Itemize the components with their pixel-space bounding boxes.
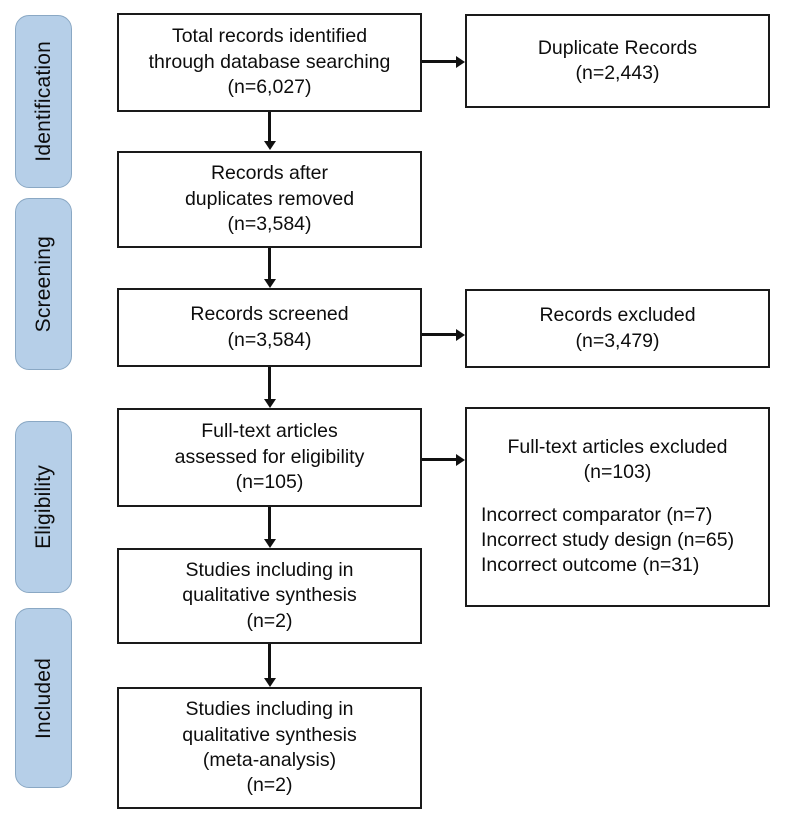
box-duplicate-records-line1: Duplicate Records xyxy=(537,36,698,59)
connector-after-duplicates-to-screened xyxy=(268,248,271,279)
box-fulltext-assessed-line1: Full-text articles xyxy=(201,420,338,443)
box-records-after-duplicates-line1: Records after xyxy=(210,162,329,185)
connector-screened-to-fulltext-assessed xyxy=(268,367,271,399)
box-fulltext-excluded-count: (n=103) xyxy=(583,461,652,484)
stage-label-included: Included xyxy=(32,657,55,739)
box-duplicate-records-count: (n=2,443) xyxy=(575,62,660,84)
box-records-excluded: Records excluded (n=3,479) xyxy=(465,289,770,368)
box-duplicate-records: Duplicate Records (n=2,443) xyxy=(465,14,770,108)
arrowhead-identified-to-after-duplicates xyxy=(263,141,276,150)
box-records-identified-line1: Total records identified xyxy=(171,25,368,48)
box-records-identified: Total records identified through databas… xyxy=(117,13,422,112)
box-records-after-duplicates: Records after duplicates removed (n=3,58… xyxy=(117,151,422,248)
box-records-after-duplicates-line2: duplicates removed xyxy=(184,187,355,210)
stage-pill-eligibility: Eligibility xyxy=(15,421,72,593)
box-qualitative-synthesis-line1: Studies including in xyxy=(185,558,354,581)
connector-qualitative-to-meta-analysis xyxy=(268,644,271,678)
box-records-identified-count: (n=6,027) xyxy=(227,76,312,99)
box-records-excluded-line1: Records excluded xyxy=(539,304,696,327)
box-meta-analysis-line3: (meta-analysis) xyxy=(202,749,337,771)
stage-pill-identification: Identification xyxy=(15,15,72,188)
box-qualitative-synthesis: Studies including in qualitative synthes… xyxy=(117,548,422,644)
box-records-after-duplicates-count: (n=3,584) xyxy=(227,213,312,236)
box-fulltext-excluded: Full-text articles excluded (n=103) Inco… xyxy=(465,407,770,607)
arrowhead-screened-to-records-excluded xyxy=(456,328,465,341)
stage-pill-screening: Screening xyxy=(15,198,72,370)
box-meta-analysis-line1: Studies including in xyxy=(185,698,354,721)
arrowhead-screened-to-fulltext-assessed xyxy=(263,399,276,408)
arrowhead-fulltext-assessed-to-qualitative xyxy=(263,539,276,548)
box-records-identified-line2: through database searching xyxy=(148,50,391,73)
arrowhead-qualitative-to-meta-analysis xyxy=(263,678,276,687)
connector-screened-to-records-excluded xyxy=(422,333,456,336)
box-fulltext-excluded-line1: Full-text articles excluded xyxy=(507,436,728,458)
arrowhead-identified-to-duplicates xyxy=(456,55,465,68)
box-fulltext-assessed-line2: assessed for eligibility xyxy=(174,445,365,468)
stage-label-eligibility: Eligibility xyxy=(32,465,55,549)
box-meta-analysis-line2: qualitative synthesis xyxy=(182,723,357,746)
box-fulltext-assessed-count: (n=105) xyxy=(235,471,304,494)
arrowhead-after-duplicates-to-screened xyxy=(263,279,276,288)
reason-spacer xyxy=(473,486,762,503)
box-meta-analysis-count: (n=2) xyxy=(246,774,293,797)
stage-label-identification: Identification xyxy=(32,41,55,162)
box-fulltext-excluded-reason-study-design: Incorrect study design (n=65) xyxy=(481,529,735,552)
connector-identified-to-after-duplicates xyxy=(268,112,271,142)
connector-fulltext-assessed-to-fulltext-excluded xyxy=(422,458,456,461)
connector-identified-to-duplicates xyxy=(422,60,456,63)
box-fulltext-excluded-reason-outcome: Incorrect outcome (n=31) xyxy=(481,554,700,577)
box-qualitative-synthesis-count: (n=2) xyxy=(246,609,293,632)
arrowhead-fulltext-assessed-to-fulltext-excluded xyxy=(456,453,465,466)
box-records-screened-line1: Records screened xyxy=(190,303,349,326)
box-qualitative-synthesis-line2: qualitative synthesis xyxy=(182,584,357,607)
box-records-excluded-count: (n=3,479) xyxy=(575,329,660,352)
stage-label-screening: Screening xyxy=(32,235,55,333)
stage-pill-included: Included xyxy=(15,608,72,788)
box-meta-analysis: Studies including in qualitative synthes… xyxy=(117,687,422,809)
box-records-screened: Records screened (n=3,584) xyxy=(117,288,422,367)
box-fulltext-assessed: Full-text articles assessed for eligibil… xyxy=(117,408,422,507)
connector-fulltext-assessed-to-qualitative xyxy=(268,507,271,539)
box-records-screened-count: (n=3,584) xyxy=(227,328,312,351)
box-fulltext-excluded-reason-comparator: Incorrect comparator (n=7) xyxy=(481,503,713,526)
